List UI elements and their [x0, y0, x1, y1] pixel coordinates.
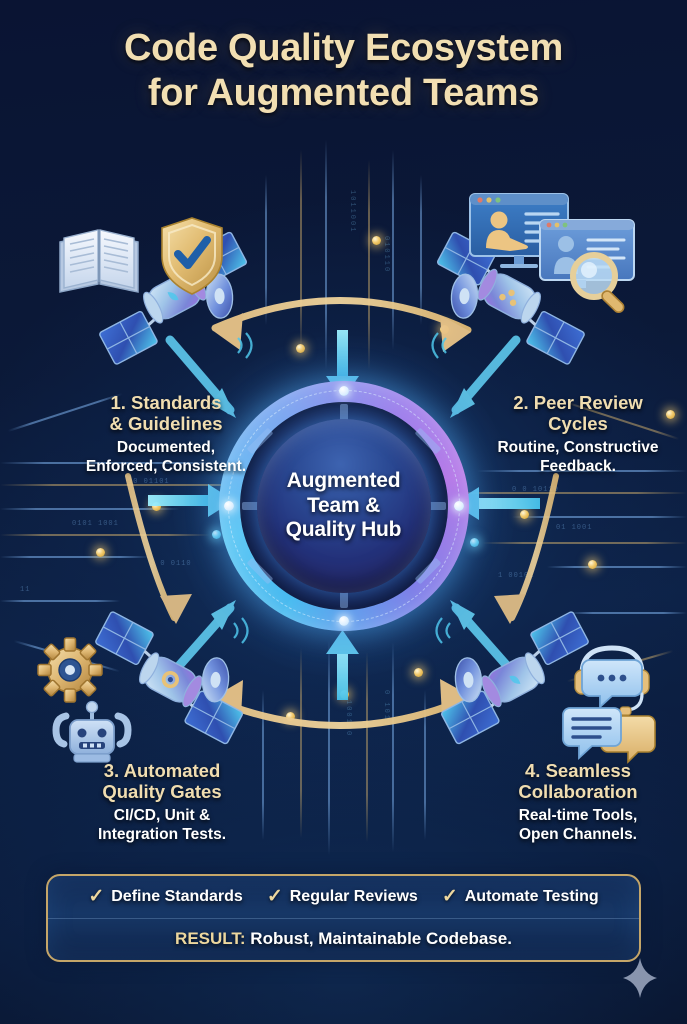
- quadrant-automated-quality-gates: 3. Automated Quality Gates CI/CD, Unit &…: [54, 760, 270, 844]
- standards-icons: [52, 212, 242, 307]
- quadrant-title-line-2: Collaboration: [518, 781, 638, 803]
- satellite-icon-top-right: [418, 231, 588, 376]
- quadrant-title: 1. Standards & Guidelines: [58, 392, 274, 434]
- central-hub[interactable]: Augmented Team & Quality Hub: [172, 335, 515, 677]
- circuit-trace: [300, 648, 302, 838]
- circuit-node: [152, 502, 161, 511]
- checklist-label: Automate Testing: [464, 887, 599, 905]
- speech-bubbles-icon: [562, 707, 656, 764]
- signal-waves: [435, 617, 451, 644]
- hub-spoke: [339, 404, 348, 426]
- quadrant-title: 2. Peer Review Cycles: [470, 392, 686, 434]
- quadrant-title-line-2: & Guidelines: [109, 413, 223, 435]
- check-icon: ✓: [441, 886, 458, 908]
- hub-core: Augmented Team & Quality Hub: [256, 419, 431, 593]
- checklist-item: ✓ Define Standards: [88, 887, 243, 906]
- circuit-trace: [512, 516, 687, 518]
- hub-node-bottom: [338, 616, 349, 626]
- quadrant-subtitle-line-1: CI/CD, Unit &: [113, 807, 211, 825]
- quadrant-title-line-2: Quality Gates: [102, 781, 222, 803]
- hub-label-line-1: Augmented: [286, 469, 401, 493]
- checklist-item: ✓ Automate Testing: [442, 887, 599, 906]
- circuit-trace: [547, 566, 687, 568]
- check-icon: ✓: [266, 886, 283, 908]
- quadrant-subtitle-line-1: Real-time Tools,: [518, 807, 638, 825]
- collaboration-icons: [556, 636, 676, 771]
- robot-icon: [52, 700, 132, 763]
- quadrant-title-line-1: 4. Seamless: [525, 760, 631, 781]
- result-row: RESULT: Robust, Maintainable Codebase.: [48, 919, 639, 961]
- page-title: Code Quality Ecosystem for Augmented Tea…: [0, 26, 687, 116]
- automation-icons: [34, 636, 154, 771]
- hub-label-line-2: Team &: [306, 493, 381, 517]
- check-icon: ✓: [88, 886, 105, 908]
- magnifier-icon: [570, 252, 625, 313]
- quadrant-subtitle: Documented, Enforced, Consistent.: [58, 439, 274, 476]
- quadrant-title: 4. Seamless Collaboration: [470, 760, 686, 802]
- result-text: Robust, Maintainable Codebase.: [245, 929, 512, 949]
- circuit-node: [520, 510, 529, 519]
- shield-check-icon: [161, 217, 223, 295]
- checklist-item: ✓ Regular Reviews: [267, 887, 418, 906]
- sparkle-icon: [623, 958, 657, 998]
- quadrant-subtitle-line-2: Enforced, Consistent.: [85, 457, 247, 475]
- signal-waves: [233, 617, 249, 644]
- quadrant-subtitle-line-2: Integration Tests.: [97, 825, 227, 843]
- quadrant-standards-guidelines: 1. Standards & Guidelines Documented, En…: [58, 392, 274, 476]
- gear-icon: [37, 637, 103, 703]
- quadrant-subtitle: Routine, Constructive Feedback.: [470, 439, 686, 476]
- quadrant-subtitle-line-2: Open Channels.: [519, 825, 637, 843]
- open-book-icon: [59, 229, 139, 293]
- hub-node-left: [223, 501, 234, 511]
- satellite-icon-bottom-left: [92, 600, 262, 745]
- circuit-trace: [366, 652, 368, 842]
- circuit-node: [340, 690, 349, 699]
- circuit-trace: [0, 508, 180, 510]
- checklist-row: ✓ Define Standards ✓ Regular Reviews ✓ A…: [48, 876, 639, 919]
- headset-chat-icon: [574, 645, 650, 716]
- signal-waves: [237, 332, 253, 359]
- quadrant-subtitle: CI/CD, Unit & Integration Tests.: [54, 807, 270, 844]
- quadrant-title-line-2: Cycles: [548, 413, 608, 435]
- result-keyword: RESULT:: [175, 929, 246, 949]
- hub-node-top: [338, 386, 349, 396]
- quadrant-subtitle-line-1: Routine, Constructive: [497, 439, 659, 457]
- quadrant-subtitle: Real-time Tools, Open Channels.: [470, 807, 686, 844]
- summary-banner: ✓ Define Standards ✓ Regular Reviews ✓ A…: [46, 874, 641, 962]
- title-line-1: Code Quality Ecosystem: [124, 27, 563, 69]
- quadrant-seamless-collaboration: 4. Seamless Collaboration Real-time Tool…: [470, 760, 686, 844]
- quadrant-peer-review-cycles: 2. Peer Review Cycles Routine, Construct…: [470, 392, 686, 476]
- quadrant-subtitle-line-1: Documented,: [116, 439, 216, 457]
- quadrant-subtitle-line-2: Feedback.: [540, 457, 616, 475]
- circuit-node: [96, 548, 105, 557]
- quadrant-title: 3. Automated Quality Gates: [54, 760, 270, 802]
- circuit-trace: [482, 542, 687, 544]
- circuit-trace: [300, 150, 302, 350]
- hub-label: Augmented Team & Quality Hub: [280, 469, 408, 543]
- checklist-label: Regular Reviews: [289, 887, 418, 905]
- result-line: RESULT: Robust, Maintainable Codebase.: [175, 929, 512, 949]
- hub-node-right: [453, 501, 464, 511]
- circuit-trace: [392, 150, 394, 350]
- quadrant-title-line-1: 1. Standards: [110, 392, 222, 413]
- hub-spoke: [241, 502, 264, 510]
- hub-spoke: [339, 586, 348, 608]
- circuit-node: [588, 560, 597, 569]
- quadrant-title-line-1: 3. Automated: [103, 760, 221, 781]
- circuit-trace: [0, 556, 150, 558]
- hub-spoke: [423, 502, 446, 510]
- satellite-icon-bottom-right: [422, 600, 592, 745]
- peer-review-icons: [462, 186, 642, 321]
- hub-label-line-3: Quality Hub: [285, 518, 402, 542]
- circuit-node: [372, 236, 381, 245]
- circuit-trace: [392, 642, 394, 852]
- checklist-label: Define Standards: [111, 887, 243, 905]
- quadrant-title-line-1: 2. Peer Review: [513, 392, 643, 413]
- signal-waves: [431, 332, 447, 359]
- circuit-node: [286, 712, 295, 721]
- title-line-2: for Augmented Teams: [147, 71, 540, 114]
